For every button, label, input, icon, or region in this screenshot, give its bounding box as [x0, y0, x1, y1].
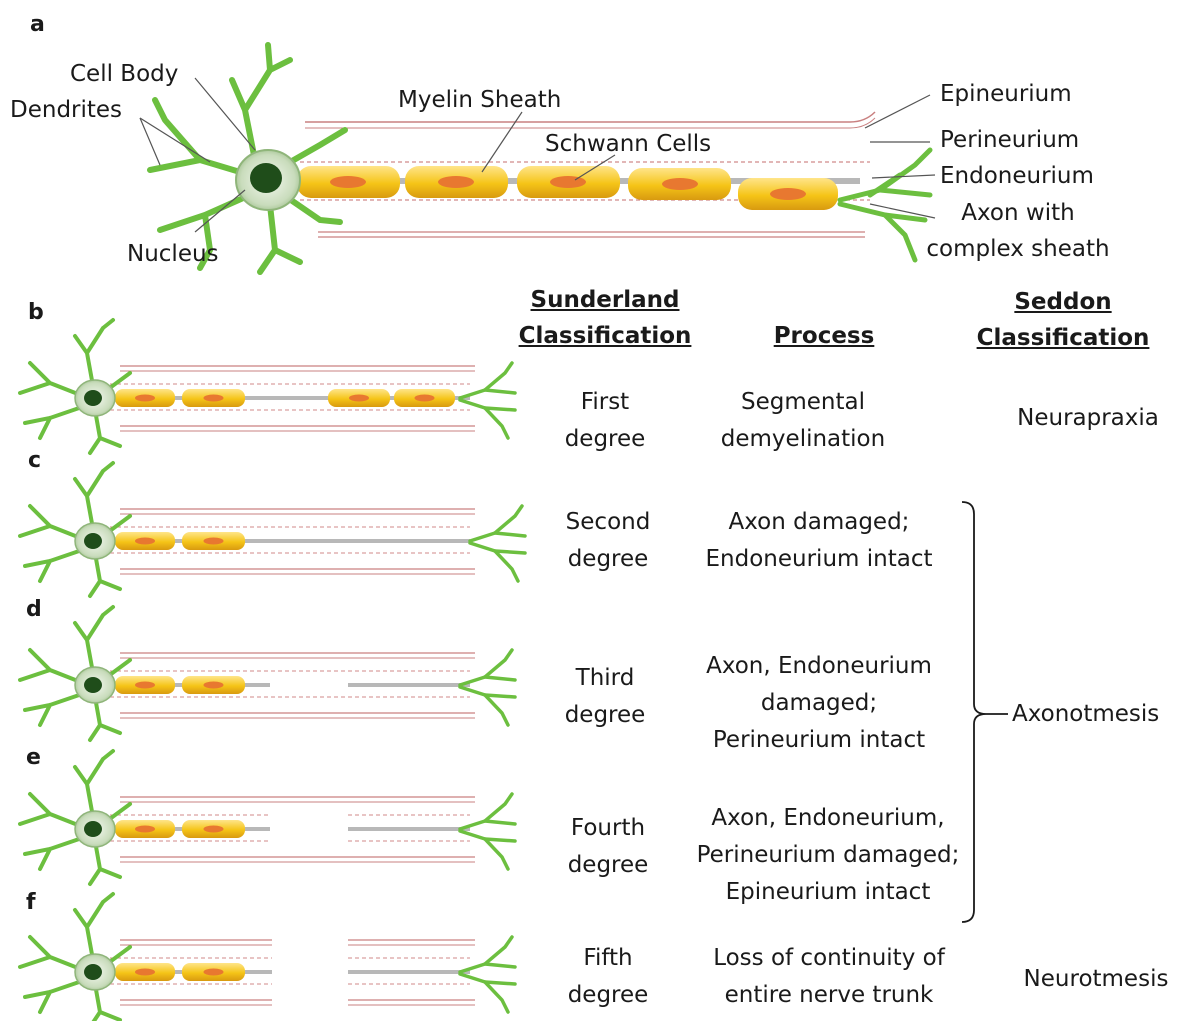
- header-sunderland-line2: Classification: [519, 318, 692, 354]
- row-e-process: Axon, Endoneurium, Perineurium damaged; …: [697, 800, 960, 911]
- header-sunderland: Sunderland Classification: [519, 282, 692, 354]
- panel-letter-d: d: [26, 597, 42, 622]
- neuron-e: [20, 751, 515, 884]
- row-c-degree-line1: Second: [566, 504, 651, 541]
- row-c-degree: Second degree: [566, 504, 651, 578]
- row-d-degree-line1: Third: [565, 660, 646, 697]
- row-c-process-line1: Axon damaged;: [706, 504, 933, 541]
- panel-letter-b: b: [28, 300, 44, 325]
- panel-letter-a: a: [30, 12, 45, 37]
- label-epineurium: Epineurium: [940, 80, 1072, 108]
- label-axon-line2: complex sheath: [926, 235, 1109, 263]
- row-b-degree-line1: First: [565, 384, 646, 421]
- axonotmesis-label: Axonotmesis: [1012, 700, 1159, 728]
- neuron-a: [140, 45, 935, 272]
- row-e-degree-line2: degree: [568, 847, 649, 884]
- row-d-degree: Third degree: [565, 660, 646, 734]
- row-d-degree-line2: degree: [565, 697, 646, 734]
- neuron-f: [20, 894, 515, 1021]
- panel-letter-e: e: [26, 745, 41, 770]
- row-e-degree: Fourth degree: [568, 810, 649, 884]
- row-b-degree-line2: degree: [565, 421, 646, 458]
- row-f-process-line1: Loss of continuity of: [713, 940, 945, 977]
- injury-neurons: [20, 320, 525, 1021]
- row-d-process-line2: damaged;: [706, 685, 932, 722]
- label-dendrites: Dendrites: [10, 96, 122, 124]
- row-f-degree-line2: degree: [568, 977, 649, 1014]
- row-e-process-line3: Epineurium intact: [697, 874, 960, 911]
- label-myelin-sheath: Myelin Sheath: [398, 86, 561, 114]
- header-seddon: Seddon Classification: [977, 284, 1150, 356]
- myelin-segments: [297, 166, 838, 210]
- row-b-process: Segmental demyelination: [721, 384, 885, 458]
- neuron-d: [20, 607, 515, 740]
- row-e-degree-line1: Fourth: [568, 810, 649, 847]
- label-axon-line1: Axon with: [961, 199, 1074, 227]
- row-e-process-line2: Perineurium damaged;: [697, 837, 960, 874]
- row-c-degree-line2: degree: [566, 541, 651, 578]
- row-d-process-line3: Perineurium intact: [706, 722, 932, 759]
- row-e-process-line1: Axon, Endoneurium,: [697, 800, 960, 837]
- neuron-b: [20, 320, 515, 453]
- row-f-process: Loss of continuity of entire nerve trunk: [713, 940, 945, 1014]
- header-seddon-line2: Classification: [977, 320, 1150, 356]
- row-c-process: Axon damaged; Endoneurium intact: [706, 504, 933, 578]
- row-d-process: Axon, Endoneurium damaged; Perineurium i…: [706, 648, 932, 759]
- panel-letter-c: c: [28, 448, 41, 473]
- row-f-seddon: Neurotmesis: [1024, 965, 1169, 993]
- neuron-c: [20, 463, 525, 596]
- row-c-process-line2: Endoneurium intact: [706, 541, 933, 578]
- axon-terminal-a: [840, 150, 930, 260]
- header-process: Process: [774, 318, 875, 354]
- row-f-degree-line1: Fifth: [568, 940, 649, 977]
- label-schwann-cells: Schwann Cells: [545, 130, 711, 158]
- epineurium-top-line-inner: [305, 118, 875, 128]
- row-f-degree: Fifth degree: [568, 940, 649, 1014]
- row-b-seddon: Neurapraxia: [1017, 404, 1159, 432]
- nucleus: [250, 163, 282, 193]
- row-f-process-line2: entire nerve trunk: [713, 977, 945, 1014]
- axonotmesis-bracket: [962, 502, 1008, 922]
- header-sunderland-line1: Sunderland: [519, 282, 692, 318]
- epineurium-top-line: [305, 112, 875, 122]
- epineurium-bottom-line: [318, 232, 865, 237]
- header-seddon-line1: Seddon: [977, 284, 1150, 320]
- row-d-process-line1: Axon, Endoneurium: [706, 648, 932, 685]
- label-cell-body: Cell Body: [70, 60, 178, 88]
- row-b-process-line1: Segmental: [721, 384, 885, 421]
- row-b-process-line2: demyelination: [721, 421, 885, 458]
- label-endoneurium: Endoneurium: [940, 162, 1094, 190]
- label-nucleus: Nucleus: [127, 240, 219, 268]
- row-b-degree: First degree: [565, 384, 646, 458]
- label-perineurium: Perineurium: [940, 126, 1079, 154]
- panel-letter-f: f: [26, 890, 36, 915]
